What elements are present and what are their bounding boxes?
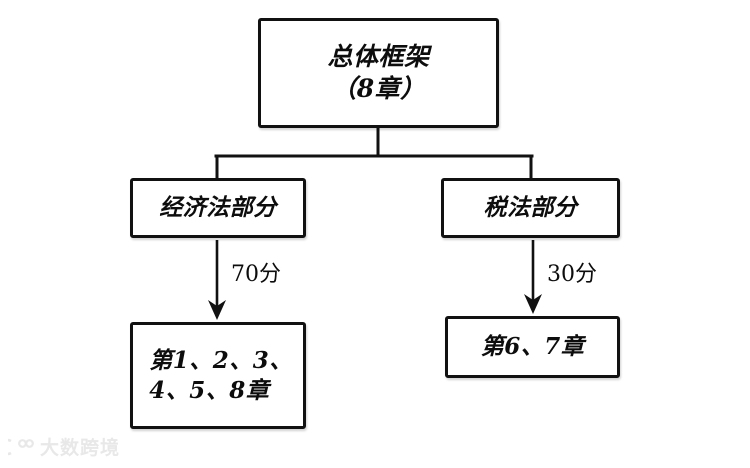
arrow-head-economic (208, 300, 226, 320)
node-economic-law-label: 经济法部分 (159, 194, 277, 222)
node-tax-law[interactable]: 税法部分 (441, 178, 620, 238)
node-tax-chapters-label: 第6、7章 (480, 333, 585, 361)
edge-label-economic-score: 70分 (231, 262, 281, 287)
arrow-head-tax (524, 294, 542, 314)
node-economic-chapters[interactable]: 第1、2、3、 4、5、8章 (130, 322, 306, 429)
node-economic-law[interactable]: 经济法部分 (130, 178, 306, 238)
node-root-label: 总体框架 （8章） (327, 42, 430, 103)
watermark: 大数跨境 (8, 433, 120, 460)
node-economic-chapters-label: 第1、2、3、 4、5、8章 (149, 347, 293, 404)
watermark-text: 大数跨境 (40, 437, 121, 459)
camera-logo-icon (8, 438, 34, 455)
node-tax-chapters[interactable]: 第6、7章 (445, 316, 620, 378)
node-tax-law-label: 税法部分 (483, 194, 578, 222)
node-root[interactable]: 总体框架 （8章） (258, 18, 499, 128)
edge-label-tax-score: 30分 (547, 262, 597, 287)
